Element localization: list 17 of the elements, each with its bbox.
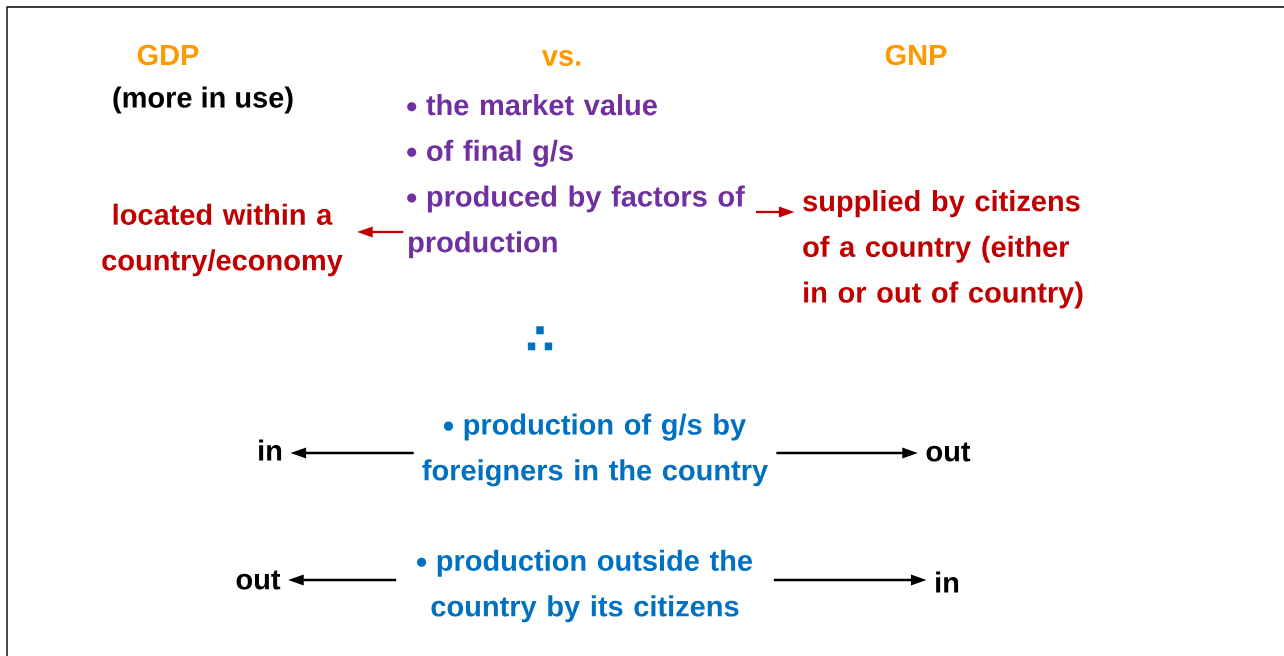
case-text: production of g/s by foreigners in the country [422,413,768,487]
therefore-symbol: ∴ [527,326,553,351]
explanation-text: supplied by citizens of a country (either in or out of country) [803,190,1083,309]
node-label: produced by factors of production [409,185,745,259]
definition-list: the market value of final g/s produced by factors of production [407,94,745,259]
node-label: the market value [426,94,657,116]
node-label: of final g/s [427,139,573,167]
answer-word: out [926,442,971,462]
answer-word: in [936,571,959,593]
answer-word: in [259,439,282,461]
answer-word: out [236,570,281,590]
explanation-text: located within a country/economy [102,203,343,277]
note: (more in use) [113,86,293,114]
column-heading: GDP [137,44,199,66]
case-text: production outside the country by its citizens [417,549,753,623]
column-heading: GNP [885,44,947,66]
heading: vs. [541,50,581,66]
